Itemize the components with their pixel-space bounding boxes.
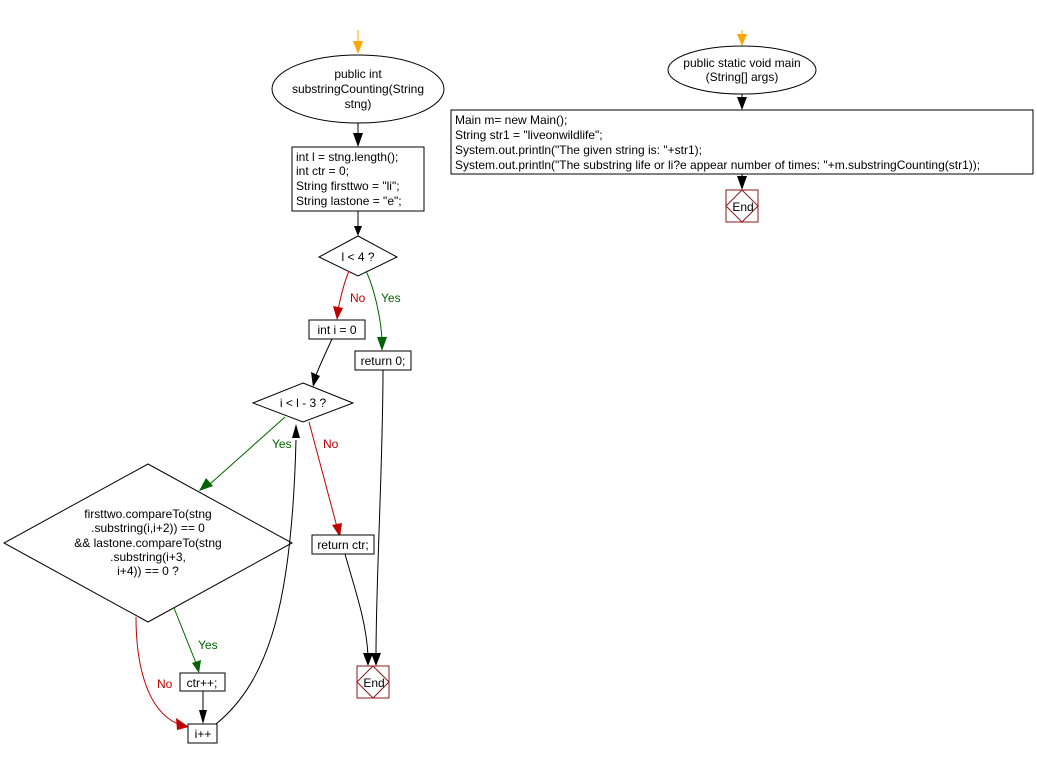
decision-label: .substring(i+3, bbox=[110, 550, 186, 564]
edge-cond3-no: No bbox=[135, 616, 189, 730]
edge-start-init bbox=[353, 123, 363, 147]
body-line: Main m= new Main(); bbox=[455, 113, 567, 127]
edge-cond2-no: No bbox=[308, 421, 342, 537]
start-line: public int bbox=[334, 67, 382, 81]
edge-cond1-no: No bbox=[333, 270, 366, 320]
start-line: substringCounting(String bbox=[292, 82, 424, 96]
decision-label: && lastone.compareTo(stng bbox=[74, 536, 221, 550]
init-i-block[interactable]: int i = 0 bbox=[308, 319, 366, 340]
no-label: No bbox=[323, 437, 339, 451]
decision-label: .substring(i,i+2)) == 0 bbox=[91, 521, 205, 535]
return-zero-block[interactable]: return 0; bbox=[354, 350, 412, 371]
ctr-increment-block[interactable]: ctr++; bbox=[179, 672, 226, 692]
decision-label: l < 4 ? bbox=[341, 250, 374, 264]
decision-label: firsttwo.compareTo(stng bbox=[84, 507, 211, 521]
body-line: System.out.println("The given string is:… bbox=[455, 143, 702, 157]
init-line: int ctr = 0; bbox=[296, 164, 349, 178]
start-line: public static void main bbox=[683, 56, 800, 70]
no-label: No bbox=[350, 291, 366, 305]
end-label: End bbox=[363, 676, 384, 690]
decision-l-less-4[interactable]: l < 4 ? bbox=[317, 235, 399, 277]
no-label: No bbox=[157, 677, 173, 691]
edge-cond3-yes: Yes bbox=[173, 607, 218, 673]
i-increment-block[interactable]: i++ bbox=[187, 723, 218, 744]
edge-init-cond1 bbox=[354, 211, 362, 236]
edge-cond2-yes: Yes bbox=[199, 416, 292, 491]
end-node-2[interactable]: End bbox=[725, 189, 759, 223]
edge-ctr-iinc bbox=[199, 691, 207, 724]
decision-substring-match[interactable]: firsttwo.compareTo(stng .substring(i,i+2… bbox=[2, 463, 294, 623]
init-line: int l = stng.length(); bbox=[296, 150, 398, 164]
edge-returnctr-end bbox=[344, 553, 373, 666]
body-line: System.out.println("The substring life o… bbox=[455, 158, 980, 172]
start-node-substring-counting[interactable]: public int substringCounting(String stng… bbox=[271, 54, 445, 124]
decision-i-less-l-minus-3[interactable]: i < l - 3 ? bbox=[251, 382, 355, 423]
edge-loop-back bbox=[215, 424, 300, 725]
decision-label: i+4)) == 0 ? bbox=[117, 564, 179, 578]
return-ctr-label: return ctr; bbox=[317, 538, 368, 552]
start-line: (String[] args) bbox=[706, 70, 779, 84]
init-line: String firsttwo = "li"; bbox=[296, 179, 400, 193]
main-body-block[interactable]: Main m= new Main(); String str1 = "liveo… bbox=[450, 109, 1034, 175]
i-increment-label: i++ bbox=[195, 727, 212, 741]
start-arrow-2 bbox=[737, 30, 747, 46]
ctr-increment-label: ctr++; bbox=[187, 676, 218, 690]
return-zero-label: return 0; bbox=[361, 354, 406, 368]
decision-label: i < l - 3 ? bbox=[280, 396, 327, 410]
yes-label: Yes bbox=[381, 291, 401, 305]
return-ctr-block[interactable]: return ctr; bbox=[311, 534, 375, 555]
start-line: stng) bbox=[345, 97, 372, 111]
edge-return0-end bbox=[371, 369, 384, 666]
end-node-1[interactable]: End bbox=[356, 665, 390, 699]
init-line: String lastone = "e"; bbox=[296, 194, 402, 208]
edge-main-start-body bbox=[737, 94, 747, 110]
yes-label: Yes bbox=[272, 437, 292, 451]
init-block[interactable]: int l = stng.length(); int ctr = 0; Stri… bbox=[291, 146, 425, 212]
end-label: End bbox=[732, 200, 753, 214]
init-i-label: int i = 0 bbox=[317, 323, 356, 337]
body-line: String str1 = "liveonwildlife"; bbox=[455, 128, 603, 142]
start-node-main[interactable]: public static void main (String[] args) bbox=[667, 45, 817, 95]
edge-cond1-yes: Yes bbox=[365, 270, 401, 351]
edge-initi-cond2 bbox=[311, 338, 333, 387]
yes-label: Yes bbox=[198, 638, 218, 652]
edge-main-body-end bbox=[737, 174, 747, 190]
start-arrow-1 bbox=[353, 30, 363, 54]
